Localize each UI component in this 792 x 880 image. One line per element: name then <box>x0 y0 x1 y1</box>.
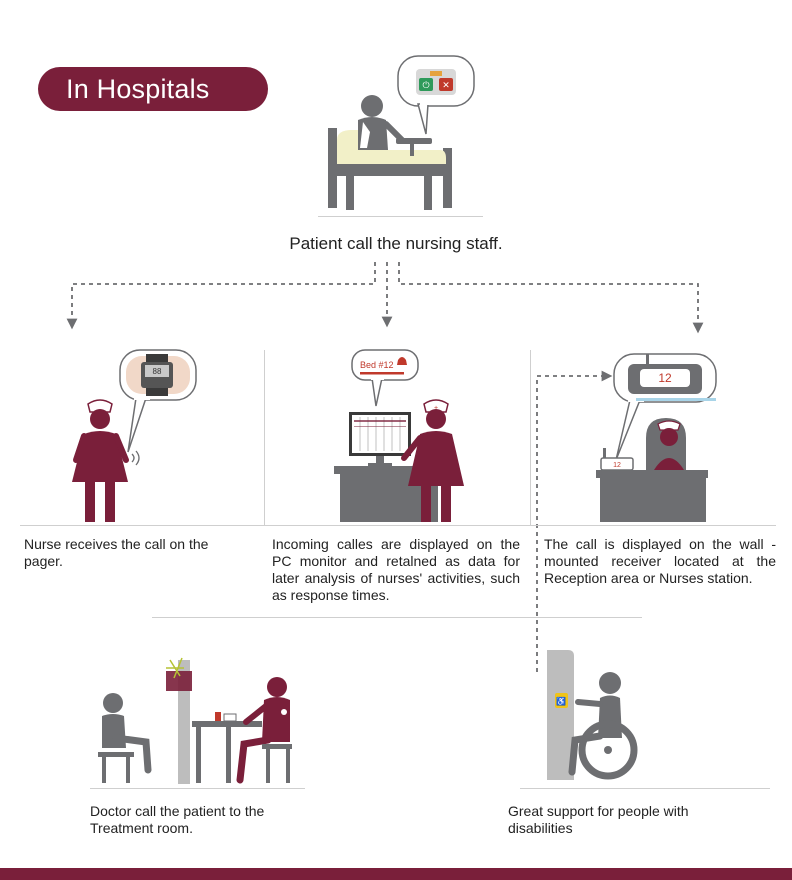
bed-call-bubble: Bed #12 <box>351 349 419 407</box>
flow-arrows <box>66 262 704 672</box>
caption-pager: Nurse receives the call on the pager. <box>24 536 209 569</box>
svg-text:⏻: ⏻ <box>422 80 429 90</box>
small-receiver-number: 12 <box>613 462 621 469</box>
caption-doctor: Doctor call the patient to the Treatment… <box>90 803 265 836</box>
footer-bar <box>0 868 792 880</box>
receiver-number: 12 <box>658 371 672 385</box>
wall-receiver-icon: 12 <box>613 353 717 461</box>
page-title: In Hospitals <box>38 67 268 111</box>
doctor-icon <box>90 657 305 789</box>
caption-pc: Incoming calles are displayed on the PC … <box>272 536 520 603</box>
reception-desk: 12 <box>596 418 708 522</box>
svg-text:+: + <box>434 405 438 412</box>
svg-text:✕: ✕ <box>442 80 450 90</box>
call-button-icon: ⏻ ✕ <box>397 55 475 135</box>
caption-disabled: Great support for people with disabiliti… <box>508 803 689 836</box>
svg-text:♿: ♿ <box>556 696 566 706</box>
caption-wall: The call is displayed on the wall -mount… <box>544 536 776 586</box>
nurse-icon: + <box>401 399 464 522</box>
wheelchair-icon: ♿ <box>520 650 770 789</box>
nurse-icon <box>72 399 140 522</box>
flow-heading: Patient call the nursing staff. <box>289 234 503 253</box>
pager-watch-icon: 88 <box>119 349 197 453</box>
svg-text:88: 88 <box>153 367 162 376</box>
bed-number-label: Bed #12 <box>360 360 394 370</box>
patient-bed-icon <box>318 95 483 217</box>
